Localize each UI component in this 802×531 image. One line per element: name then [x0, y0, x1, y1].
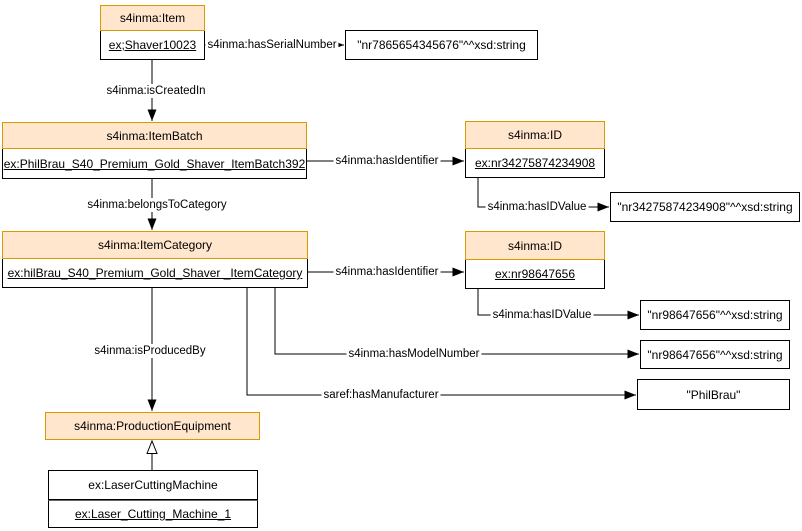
node-id-category-class-label: s4inma:ID: [465, 231, 605, 260]
edge-label-has-identifier-2: s4inma:hasIdentifier: [333, 265, 441, 279]
node-item-category-instance-label: ex:hilBrau_S40_Premium_Gold_Shaver _Item…: [2, 259, 308, 288]
edge-label-has-manufacturer: saref:hasManufacturer: [321, 388, 441, 402]
node-production-equipment: s4inma:ProductionEquipment: [45, 412, 260, 440]
node-item-batch: s4inma:ItemBatch ex:PhilBrau_S40_Premium…: [2, 122, 307, 179]
node-id-category: s4inma:ID ex:nr98647656: [465, 231, 605, 289]
node-laser-cutting-machine-instance-label: ex:Laser_Cutting_Machine_1: [48, 500, 258, 528]
node-laser-cutting-machine-class-label: ex:LaserCuttingMachine: [48, 470, 258, 500]
edge-label-has-model-number: s4inma:hasModelNumber: [346, 347, 482, 361]
node-id-batch-instance-label: ex:nr34275874234908: [465, 149, 605, 178]
literal-id-value-batch: "nr34275874234908"^^xsd:string: [610, 192, 800, 222]
node-laser-cutting-machine: ex:LaserCuttingMachine ex:Laser_Cutting_…: [48, 470, 258, 528]
node-item-category: s4inma:ItemCategory ex:hilBrau_S40_Premi…: [2, 231, 308, 288]
literal-id-value-category: "nr98647656"^^xsd:string: [640, 300, 790, 330]
node-item-batch-instance-label: ex:PhilBrau_S40_Premium_Gold_Shaver_Item…: [2, 149, 307, 179]
node-item: s4inma:Item ex;Shaver10023: [100, 5, 205, 60]
edge-label-has-identifier-1: s4inma:hasIdentifier: [333, 154, 441, 168]
literal-model-number: "nr98647656"^^xsd:string: [640, 340, 790, 369]
node-item-batch-class-label: s4inma:ItemBatch: [2, 122, 307, 149]
edge-label-belongs-to-category: s4inma:belongsToCategory: [85, 198, 229, 212]
edge-has-manufacturer: [246, 288, 636, 400]
edge-label-has-id-value-1: s4inma:hasIDValue: [485, 200, 589, 214]
edge-label-is-created-in: s4inma:isCreatedIn: [104, 84, 208, 98]
edge-label-is-produced-by: s4inma:isProducedBy: [92, 344, 208, 358]
node-id-batch-class-label: s4inma:ID: [465, 121, 605, 149]
node-item-class-label: s4inma:Item: [100, 5, 205, 31]
edge-has-model-number: [274, 288, 639, 359]
node-item-instance-label: ex;Shaver10023: [100, 31, 205, 60]
node-id-category-instance-label: ex:nr98647656: [465, 260, 605, 289]
node-id-batch: s4inma:ID ex:nr34275874234908: [465, 121, 605, 178]
node-item-category-class-label: s4inma:ItemCategory: [2, 231, 308, 259]
edge-label-has-id-value-2: s4inma:hasIDValue: [490, 308, 594, 322]
literal-manufacturer: "PhilBrau": [637, 379, 790, 410]
literal-serial-number: "nr7865654345676"^^xsd:string: [345, 30, 538, 60]
edge-label-has-serial-number: s4inma:hasSerialNumber: [205, 38, 339, 52]
